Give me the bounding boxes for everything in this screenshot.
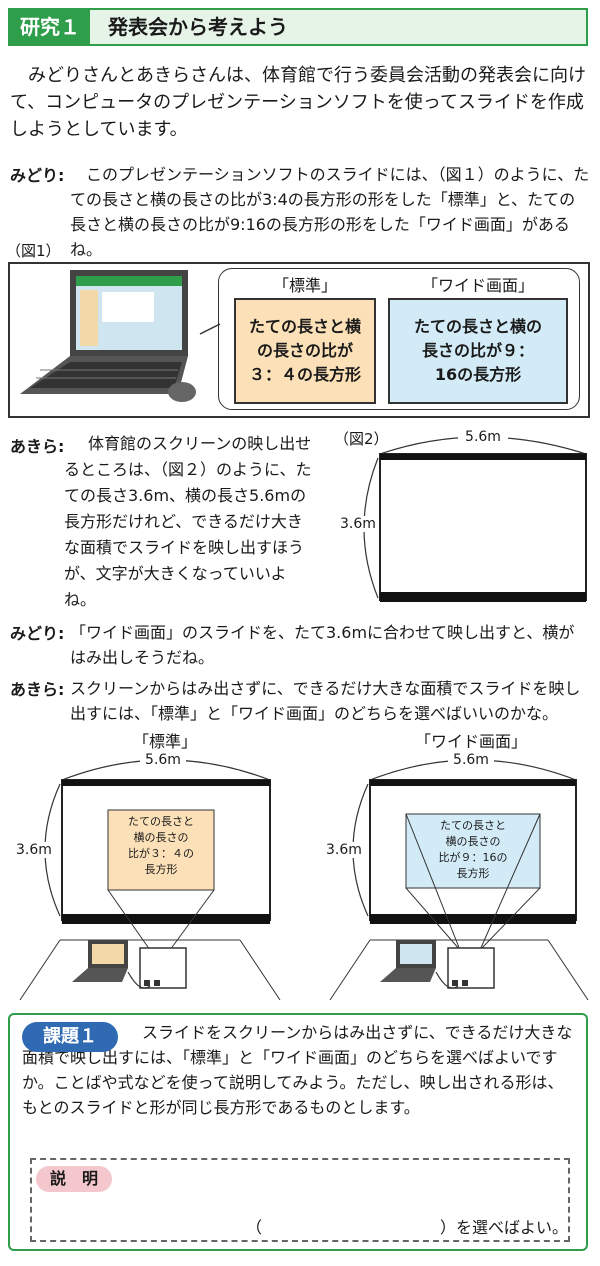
speaker-midori-1: みどり: bbox=[10, 166, 65, 185]
fig3-standard-line: 横の長さの bbox=[133, 831, 189, 844]
laptop-icon bbox=[20, 270, 221, 402]
answer-area[interactable] bbox=[30, 1158, 570, 1242]
standard-slide-box: たての長さと横の長さの比が３：４の長方形 bbox=[234, 298, 376, 404]
standard-slide-text: たての長さと横の長さの比が３：４の長方形 bbox=[248, 317, 361, 384]
speech-bubble bbox=[218, 268, 580, 410]
fig3-standard-line: 比が３：４の bbox=[128, 847, 194, 860]
dialogue-akira-1: 体育館のスクリーンの映し出せるところは、（図２）のように、たての長さ3.6m、横… bbox=[64, 434, 312, 609]
fig3-right-width: 5.6m bbox=[448, 752, 494, 768]
answer-open-paren: （ bbox=[246, 1218, 263, 1237]
wide-label: 「ワイド画面」 bbox=[421, 276, 534, 295]
fig3-standard-line: 長方形 bbox=[144, 863, 178, 876]
fig3-wide-line: 横の長さの bbox=[445, 835, 501, 848]
dialogue-midori-2: 「ワイド画面」のスライドを、たて3.6mに合わせて映し出すと、横がはみ出しそうだ… bbox=[70, 623, 575, 667]
fig3-wide-line: たての長さと bbox=[440, 819, 506, 832]
fig3-wide-line: 比が９：16の bbox=[438, 851, 508, 864]
answer-tag: 説 明 bbox=[36, 1166, 112, 1192]
figure2-screen bbox=[363, 436, 587, 602]
figure2-label: （図2） bbox=[334, 430, 389, 448]
figure1-frame bbox=[8, 262, 590, 418]
fig3-wide-title: 「ワイド画面」 bbox=[414, 732, 527, 751]
section-tag: 研究１ bbox=[10, 10, 90, 44]
figure2-width: 5.6m bbox=[458, 429, 508, 445]
fig3-wide-line: 長方形 bbox=[456, 867, 490, 880]
dialogue-akira-2: スクリーンからはみ出さずに、できるだけ大きな面積でスライドを映し出すには、「標準… bbox=[70, 679, 581, 723]
task-text: スライドをスクリーンからはみ出さずに、できるだけ大きな面積で映し出すには、「標準… bbox=[22, 1023, 573, 1117]
fig3-standard-title: 「標準」 bbox=[132, 732, 197, 751]
speaker-akira-2: あきら: bbox=[10, 680, 65, 699]
wide-slide-box: たての長さと横の長さの比が９：16の長方形 bbox=[388, 298, 568, 404]
figure2-height: 3.6m bbox=[340, 516, 376, 532]
speaker-akira-1: あきら: bbox=[10, 437, 65, 456]
fig3-projection-diagrams bbox=[19, 759, 589, 1001]
section-title: 発表会から考えよう bbox=[108, 15, 288, 39]
fig3-right-height: 3.6m bbox=[326, 842, 362, 858]
figure1-label: （図1） bbox=[6, 242, 61, 260]
answer-suffix: ）を選べばよい。 bbox=[440, 1218, 569, 1237]
fig3-standard-text: たての長さと 横の長さの 比が３：４の 長方形 bbox=[108, 814, 214, 878]
answer-blank[interactable] bbox=[268, 1212, 438, 1236]
fig3-standard-line: たての長さと bbox=[128, 815, 194, 828]
fig3-wide-text: たての長さと 横の長さの 比が９：16の 長方形 bbox=[414, 818, 532, 882]
speaker-midori-2: みどり: bbox=[10, 624, 65, 643]
task-box bbox=[8, 1013, 588, 1251]
section-header: 研究１ 発表会から考えよう bbox=[8, 8, 588, 46]
fig3-left-width: 5.6m bbox=[140, 752, 186, 768]
fig3-left-height: 3.6m bbox=[16, 842, 52, 858]
intro-paragraph: みどりさんとあきらさんは、体育館で行う委員会活動の発表会に向けて、コンピュータの… bbox=[10, 65, 586, 140]
standard-label: 「標準」 bbox=[272, 276, 337, 295]
wide-slide-text: たての長さと横の長さの比が９：16の長方形 bbox=[413, 317, 542, 384]
dialogue-midori-1: このプレゼンテーションソフトのスライドには、（図１）のように、たての長さと横の長… bbox=[70, 165, 590, 259]
task-tag: 課題１ bbox=[22, 1022, 118, 1052]
